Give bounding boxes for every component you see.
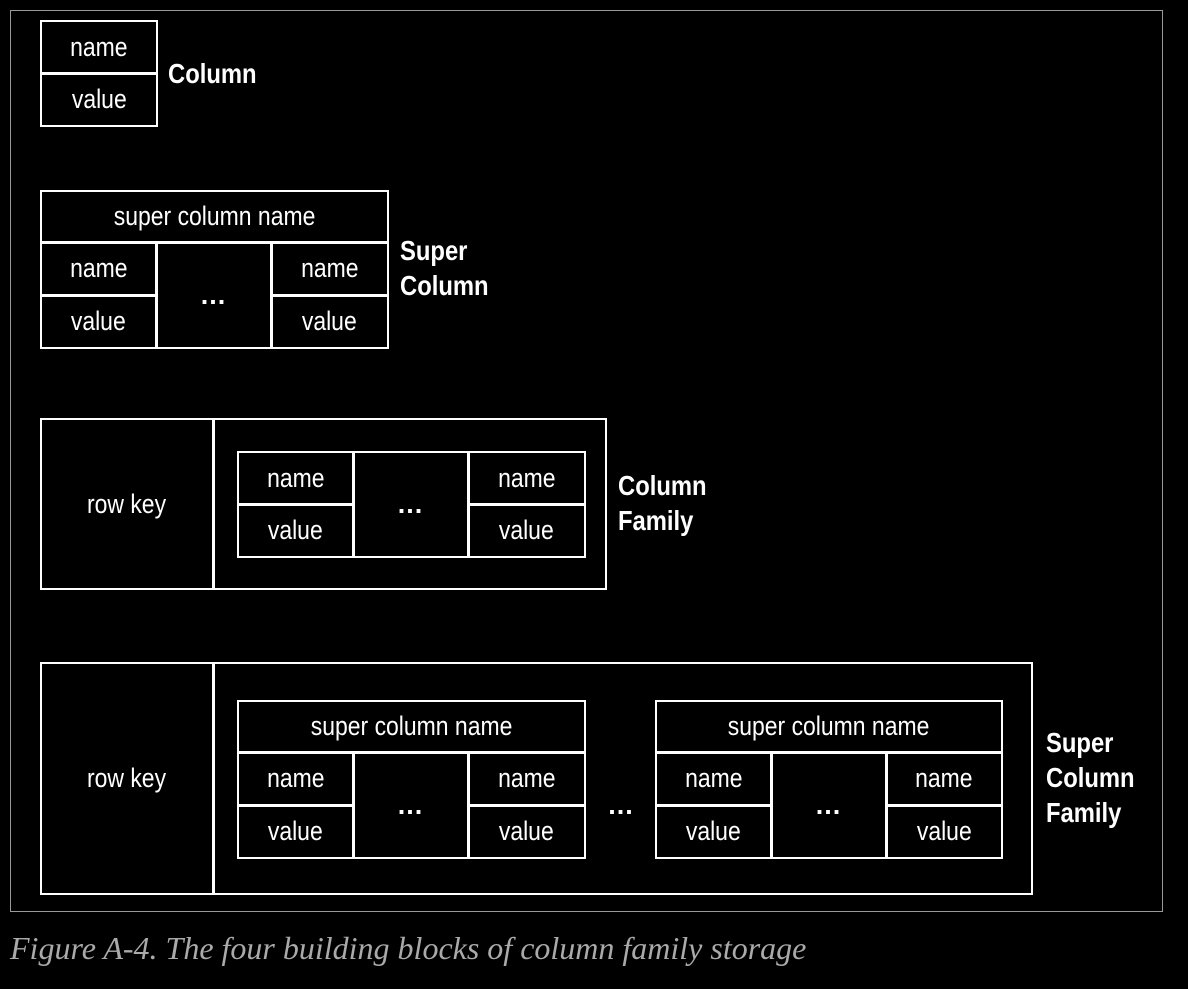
column-family-left-divider xyxy=(237,503,354,506)
scf-sc1-header: super column name xyxy=(310,711,513,741)
super-column-family-box xyxy=(40,662,1033,895)
column-family-ellipsis: ... xyxy=(397,489,424,519)
super-column-family-row-key: row key xyxy=(87,763,167,793)
scf-sc2-name-right: name xyxy=(915,763,973,793)
super-column-ellipsis: ... xyxy=(200,279,227,310)
super-column-label: Super Column xyxy=(400,235,489,301)
scf-between-ellipsis: ... xyxy=(608,789,634,820)
scf-sc2-name-left: name xyxy=(684,763,743,793)
scf-sc2-value-left: value xyxy=(686,816,741,846)
super-column-name-right: name xyxy=(300,253,359,283)
column-value-text: value xyxy=(71,84,127,114)
scf-sc2-header: super column name xyxy=(728,711,930,741)
scf-sc2-header-divider xyxy=(655,751,1003,754)
scf-sc2-right-divider xyxy=(885,804,1003,807)
column-family-label: Column Family xyxy=(618,470,707,536)
scf-sc1-ellipsis: ... xyxy=(397,789,424,820)
scf-sc2-ellipsis: ... xyxy=(815,789,842,820)
scf-super-column-1-box xyxy=(237,700,586,859)
super-column-left-divider xyxy=(40,294,157,297)
column-family-value-left: value xyxy=(268,515,323,545)
column-label: Column xyxy=(168,58,257,89)
scf-sc1-right-divider xyxy=(467,804,586,807)
column-family-name-left: name xyxy=(266,462,325,493)
column-family-right-divider xyxy=(467,503,586,506)
scf-sc1-value-right: value xyxy=(499,816,554,846)
scf-sc1-header-divider xyxy=(237,751,586,754)
column-family-box xyxy=(40,418,607,590)
figure-caption: Figure A-4. The four building blocks of … xyxy=(10,930,807,966)
super-column-value-right: value xyxy=(302,306,357,336)
super-column-family-label: Super Column Family xyxy=(1046,727,1135,828)
column-family-name-right: name xyxy=(497,462,556,493)
super-column-box xyxy=(40,190,389,349)
scf-sc1-value-left: value xyxy=(268,816,323,846)
column-family-row-key: row key xyxy=(87,488,167,519)
column-divider xyxy=(40,72,158,75)
scf-sc1-left-divider xyxy=(237,804,354,807)
scf-sc1-name-left: name xyxy=(266,763,325,793)
scf-sc2-left-divider xyxy=(655,804,772,807)
super-column-header-divider xyxy=(40,241,389,244)
super-column-header: super column name xyxy=(113,201,316,231)
figure-frame xyxy=(10,10,1163,912)
super-column-value-left: value xyxy=(71,306,126,336)
super-column-name-left: name xyxy=(69,253,128,283)
column-name-text: name xyxy=(70,31,128,62)
super-column-right-divider xyxy=(270,294,389,297)
column-family-value-right: value xyxy=(499,515,554,545)
scf-sc2-value-right: value xyxy=(916,816,972,846)
super-column-family-rowkey-divider xyxy=(212,662,215,895)
column-family-rowkey-divider xyxy=(212,418,215,590)
column-name-cell: name xyxy=(40,22,158,72)
scf-super-column-2-box xyxy=(655,700,1003,859)
scf-sc1-name-right: name xyxy=(497,763,556,793)
column-value-cell: value xyxy=(40,74,158,125)
